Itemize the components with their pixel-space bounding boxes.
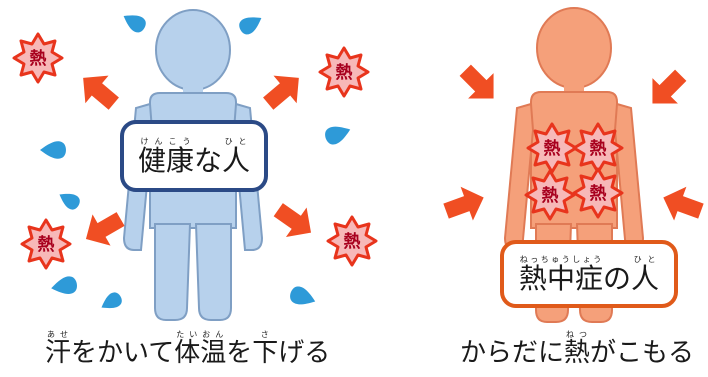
heat-burst-icon: 熱 [572,167,624,219]
inward-arrow-icon [439,180,490,229]
sweat-drop-icon [55,188,83,212]
heat-burst-text: 熱 [590,138,607,159]
sweat-drop-icon [40,141,66,159]
heat-burst-text: 熱 [590,183,607,204]
caption-heatstroke: からだに熱ねつがこもる [460,330,695,368]
heat-burst-text: 熱 [544,138,561,159]
heat-burst-text: 熱 [30,48,47,69]
healthy-person-label-box: 健康けんこうな人ひと [120,120,268,192]
outward-arrow-icon [71,64,126,118]
heat-burst-text: 熱 [336,62,353,83]
sweat-drop-icon [97,290,125,314]
inward-arrow-icon [639,62,694,117]
sweat-drop-icon [49,275,79,297]
outward-arrow-icon [76,203,130,255]
heat-burst-icon: 熱 [524,169,576,221]
heat-burst-text: 熱 [38,234,55,255]
heat-burst-text: 熱 [542,185,559,206]
heatstroke-person-label: 熱中症ねっちゅうしょうの人ひと [518,255,660,295]
inward-arrow-icon [657,180,708,229]
heat-burst-icon: 熱 [12,32,64,84]
sweat-drop-icon [236,10,266,38]
heat-burst-icon: 熱 [526,122,578,174]
heat-burst-icon: 熱 [326,215,378,267]
sweat-drop-icon [287,284,319,310]
outward-arrow-icon [267,194,322,248]
heat-burst-icon: 熱 [318,46,370,98]
outward-arrow-icon [256,64,311,118]
heat-burst-text: 熱 [344,231,361,252]
sweat-drop-icon [322,121,354,147]
sweat-drop-icon [119,8,149,36]
inward-arrow-icon [452,57,507,112]
heatstroke-person-label-box: 熱中症ねっちゅうしょうの人ひと [500,240,678,308]
heat-bursts: 熱 熱 熱 熱 熱 熱 熱 [12,32,624,270]
heat-burst-icon: 熱 [572,122,624,174]
caption-healthy: 汗あせをかいて体温たいおんを下さげる [45,330,331,368]
healthy-person-label: 健康けんこうな人ひと [137,137,251,177]
heat-burst-icon: 熱 [20,218,72,270]
